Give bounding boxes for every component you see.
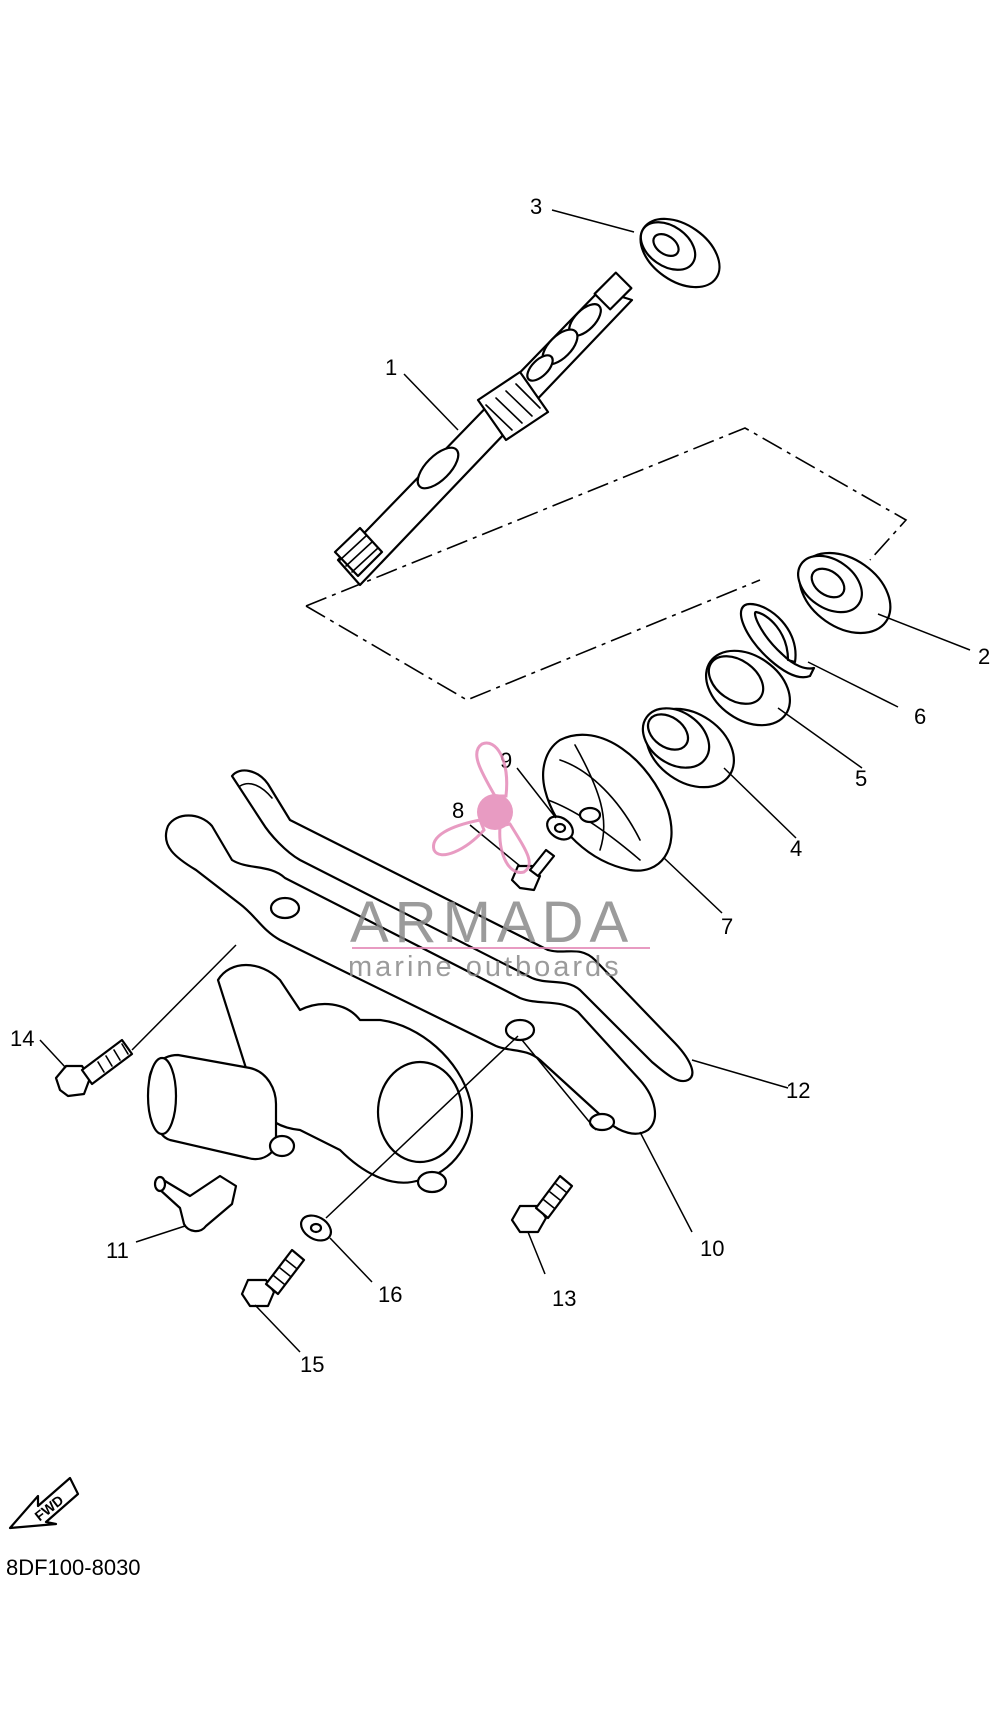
callout-3: 3 [530,194,542,219]
armada-watermark: ARMADA marine outboards [348,741,650,983]
callout-14: 14 [10,1026,34,1051]
part-8-bolt [510,848,556,892]
fwd-arrow-icon: FWD [8,1476,80,1530]
part-16-washer [299,1214,333,1242]
watermark-brand: ARMADA [350,890,634,955]
part-15-bolt [240,1248,306,1308]
part-12-gasket [230,769,694,1083]
propeller-logo-icon [432,741,531,874]
assembly-boundary [305,427,908,701]
callout-11: 11 [106,1238,129,1263]
part-3-bearing [639,217,721,289]
callout-2: 2 [978,644,990,669]
callout-15: 15 [300,1352,324,1377]
watermark-tagline: marine outboards [348,951,622,983]
callout-10: 10 [700,1236,724,1261]
part-1-shaft [333,271,634,587]
callout-1: 1 [385,355,397,380]
callout-5: 5 [855,766,867,791]
part-2-bearing [797,551,892,635]
part-4-seal [641,707,735,789]
part-14-bolt [54,1038,134,1098]
part-7-impeller [542,733,673,872]
leader-lines [39,209,971,1353]
callout-6: 6 [914,704,926,729]
part-5-seal [704,649,792,727]
callout-13: 13 [552,1286,576,1311]
part-13-bolt [510,1174,574,1234]
callout-7: 7 [721,914,733,939]
callout-labels: 1 2 3 4 5 6 7 8 9 10 11 12 13 14 15 16 [10,194,990,1377]
callout-9: 9 [500,748,512,773]
callout-16: 16 [378,1282,402,1307]
part-6-circlip [739,602,816,679]
part-10-housing [146,814,657,1194]
diagram-code: 8DF100-8030 [6,1555,141,1580]
part-9-washer [546,815,574,841]
callout-8: 8 [452,798,464,823]
callout-4: 4 [790,836,802,861]
callout-12: 12 [786,1078,810,1103]
part-11-fitting [153,1174,238,1233]
